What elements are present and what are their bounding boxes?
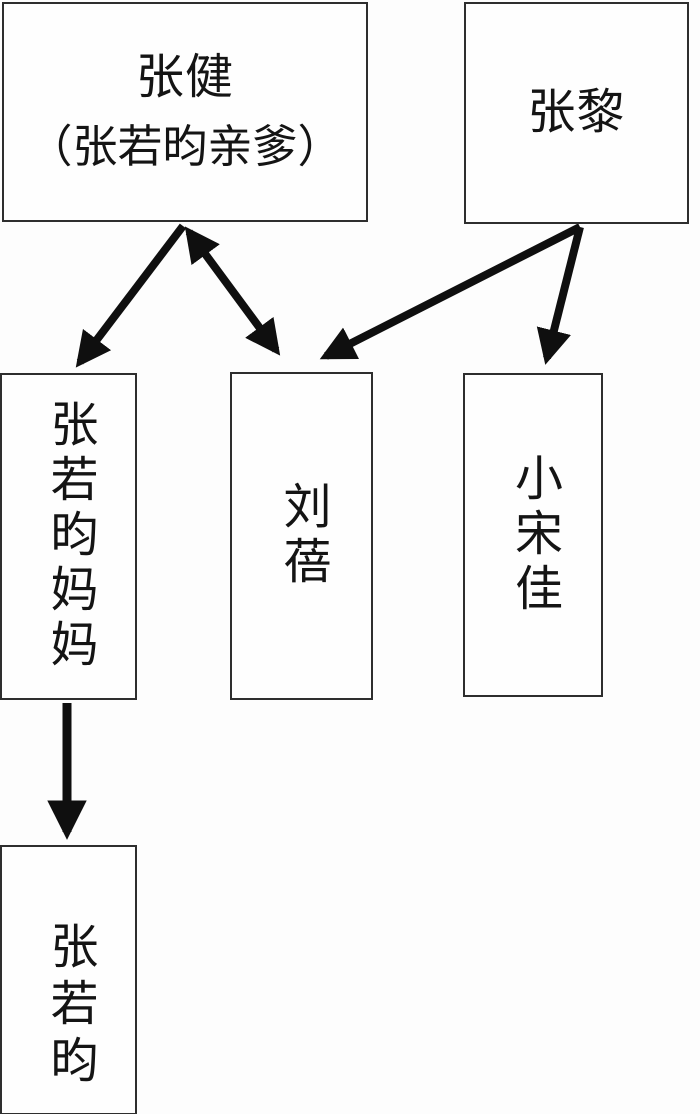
node-liubei-label: 刘蓓 [275, 481, 329, 591]
node-zhangjian-sublabel: （张若昀亲爹） [27, 122, 343, 173]
node-zhangruoyun: 张若昀 [0, 845, 137, 1114]
node-zhangli: 张黎 [464, 2, 689, 224]
node-zhangruoyun-label: 张若昀 [42, 921, 96, 1092]
node-zhangjian-label: 张健 （张若昀亲爹） [27, 42, 342, 182]
node-songjia-label: 小宋佳 [507, 452, 560, 618]
node-zhangjian: 张健 （张若昀亲爹） [2, 2, 368, 222]
node-mom-label: 张若昀妈妈 [42, 399, 96, 674]
node-liubei: 刘蓓 [230, 372, 373, 700]
arrow-zhangli-to-songjia [536, 226, 584, 365]
arrow-zhangjian-to-mom [75, 223, 187, 368]
node-zhangjian-name: 张健 [135, 51, 234, 105]
arrow-zhangli-to-liubei [319, 223, 582, 360]
node-mom: 张若昀妈妈 [0, 373, 137, 700]
node-songjia: 小宋佳 [463, 373, 603, 697]
node-zhangli-label: 张黎 [527, 86, 626, 140]
arrow-zhangjian-liubei-two-way [184, 226, 281, 356]
